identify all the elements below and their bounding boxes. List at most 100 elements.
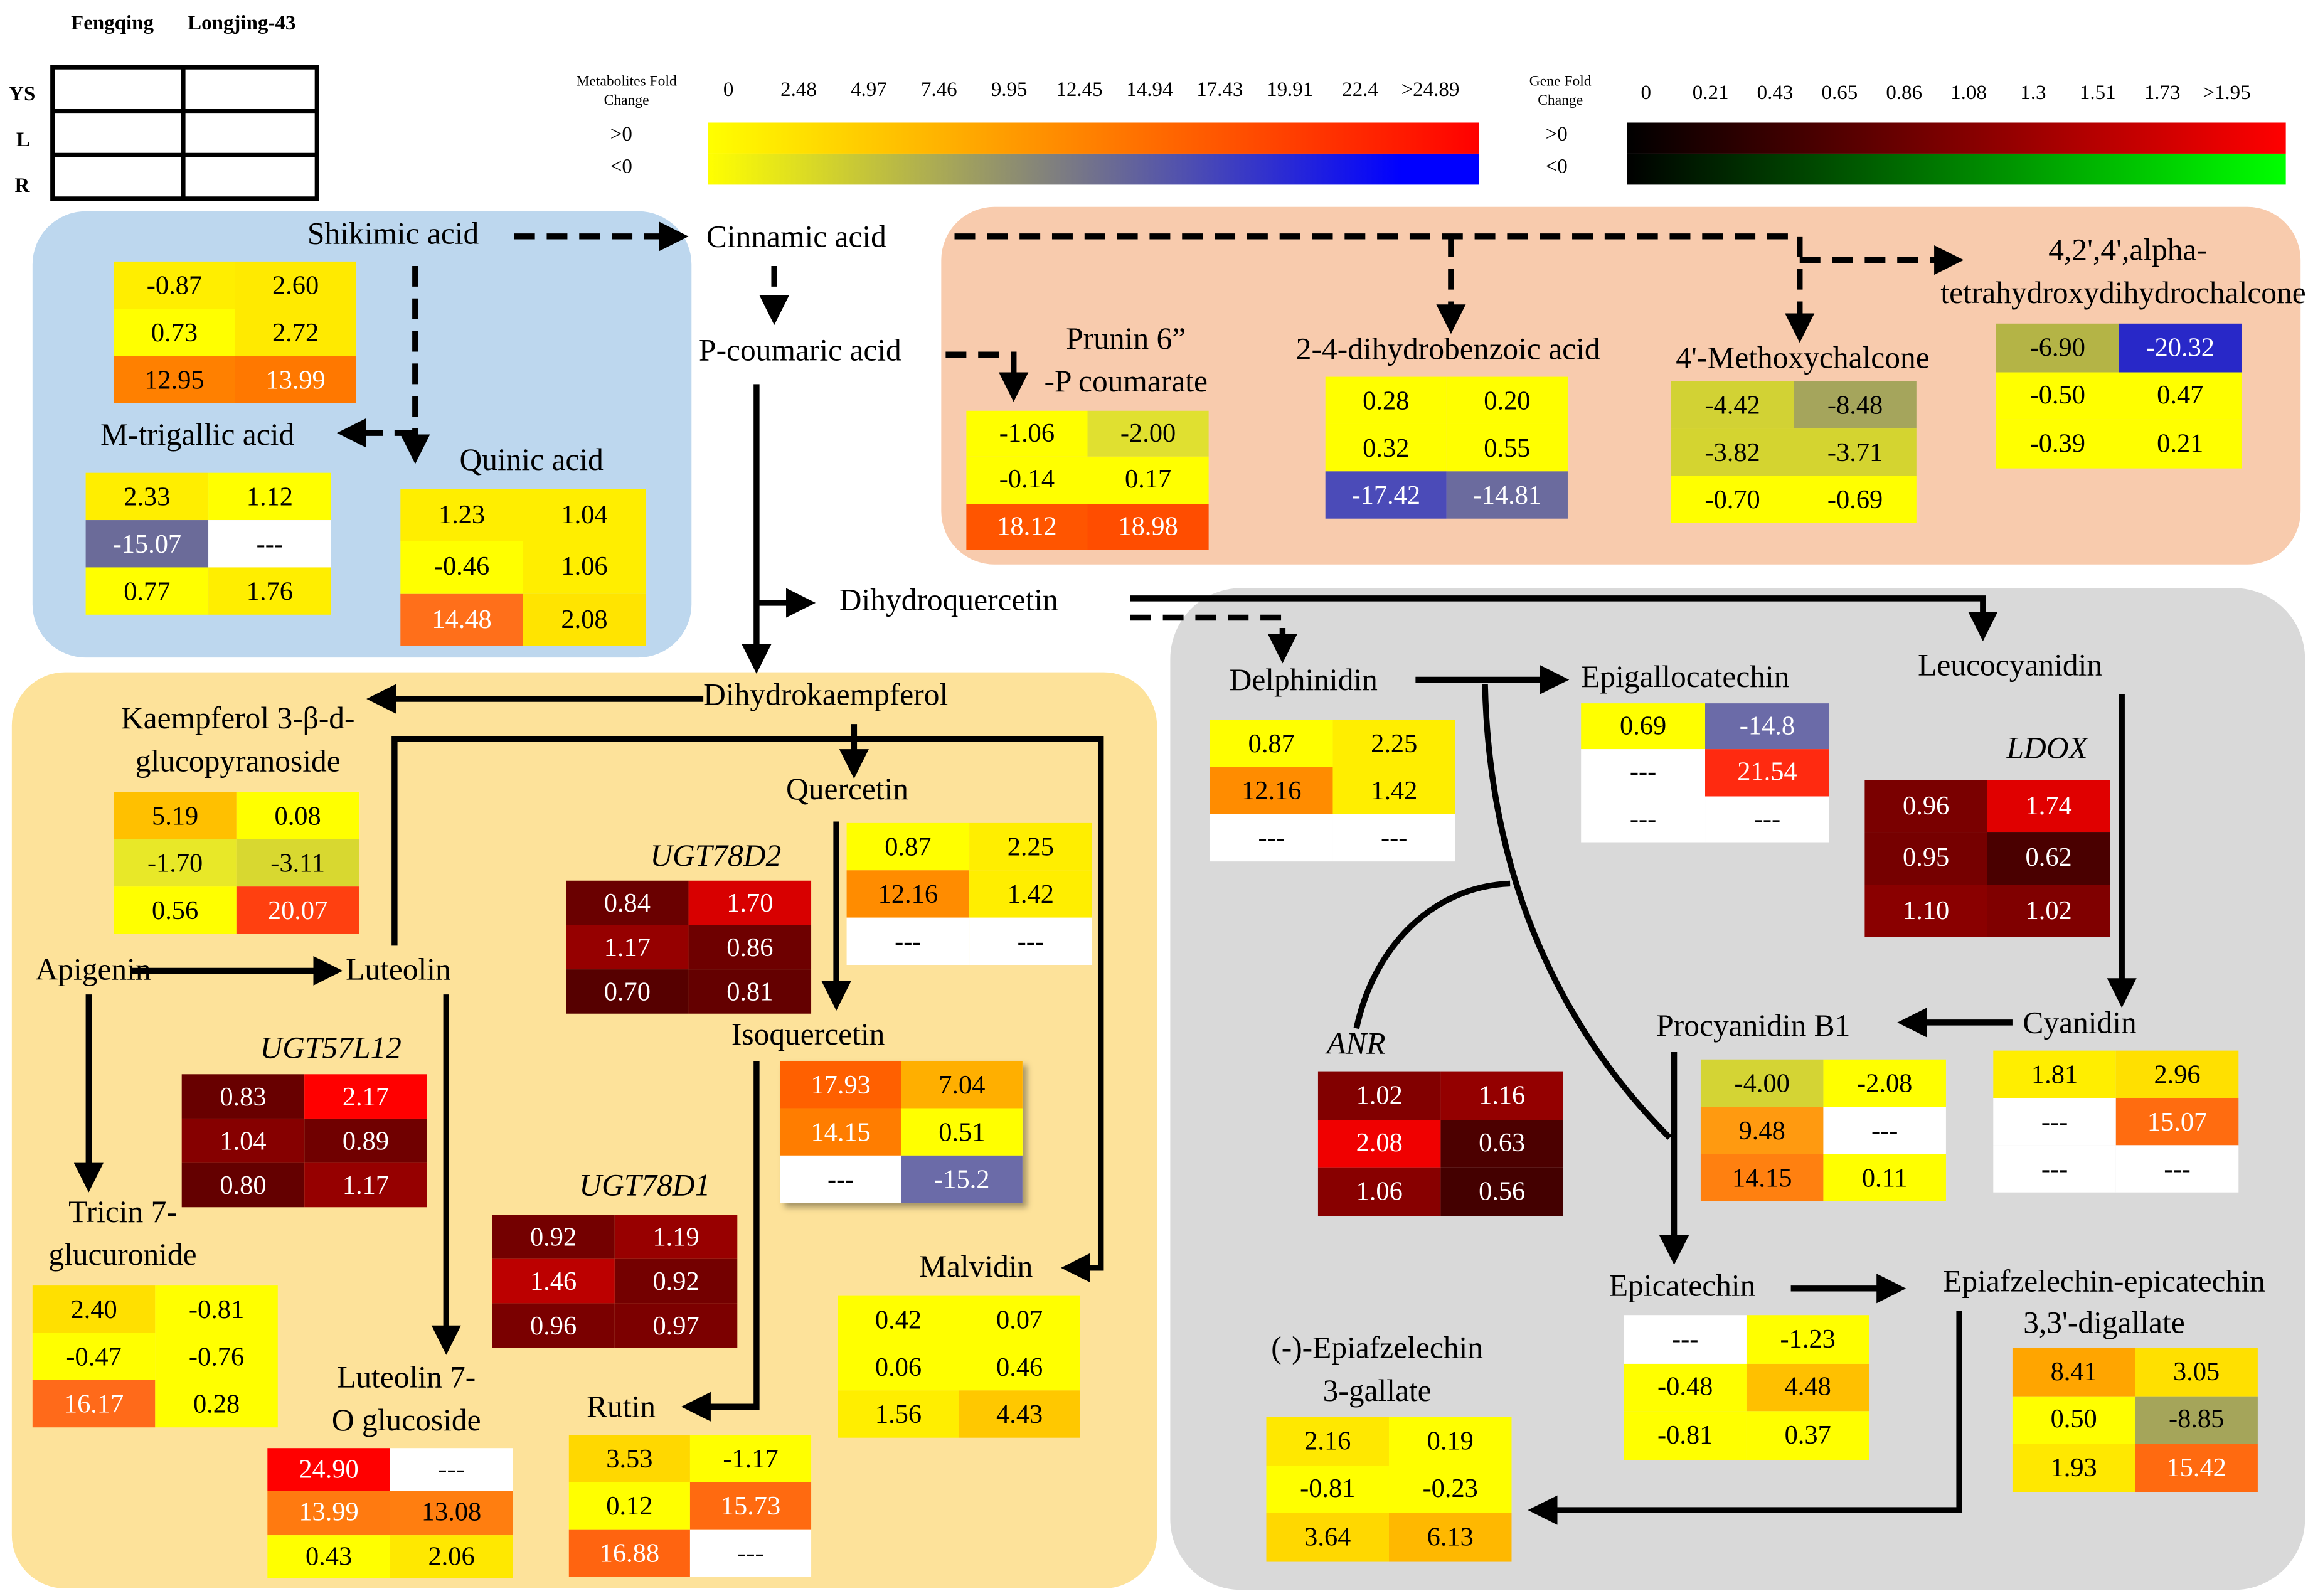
heatmap-cell: 0.73: [114, 309, 235, 356]
heatmap-cell: -8.48: [1794, 381, 1917, 429]
heatmap-cell: 14.15: [780, 1108, 901, 1156]
arrow-anr-curve: [1482, 684, 1672, 1140]
legend-row-ys: YS: [9, 84, 36, 107]
heatmap-cell: 1.56: [838, 1390, 959, 1438]
heatmap-cell: -3.71: [1794, 428, 1917, 476]
heatmap-cell: 1.16: [1440, 1071, 1563, 1120]
heatmap-cell: 0.86: [688, 925, 812, 970]
heatmap-cell: 1.93: [2012, 1444, 2135, 1492]
heatmap-cell: 0.56: [1440, 1168, 1563, 1216]
heatmap-cell: 2.96: [2115, 1050, 2239, 1098]
node-luteolin7-line1: Luteolin 7-: [337, 1359, 476, 1395]
heatmap-cell: 2.08: [523, 593, 646, 646]
heatmap-cell: -17.42: [1325, 471, 1447, 519]
heatmap-cell: 15.42: [2135, 1444, 2258, 1492]
heatmap-cell: 1.19: [614, 1215, 738, 1259]
heatmap-cell: 0.81: [688, 969, 812, 1014]
scale-tick: 1.08: [1950, 82, 1987, 105]
heatmap-cell: 0.87: [1210, 720, 1333, 767]
heatmap-cell: -0.23: [1388, 1465, 1512, 1514]
node-apigenin: Apigenin: [35, 951, 151, 987]
heatmap-cell: 3.05: [2135, 1348, 2258, 1396]
node-leucocyanidin: Leucocyanidin: [1918, 647, 2103, 683]
node-methoxychalcone: 4'-Methoxychalcone: [1676, 339, 1930, 376]
gene-scale-negative-bar: [1627, 153, 2286, 185]
heatmap-cell: 1.12: [208, 472, 331, 521]
heatmap-cell: 0.50: [2012, 1395, 2135, 1444]
node-epiafzelechin-gallate-line2: 3-gallate: [1322, 1373, 1432, 1408]
heatmap-cell: ---: [1823, 1107, 1946, 1154]
heatmap-cell: 0.12: [568, 1482, 690, 1530]
heatmap-cell: 1.74: [1987, 780, 2110, 833]
heatmap-cell: 0.28: [155, 1380, 278, 1428]
heatmap-cell: 0.42: [838, 1295, 959, 1343]
heatmap-cell: 13.99: [235, 356, 356, 403]
node-epiafzelechin-gallate-line1: (-)-Epiafzelechin: [1271, 1329, 1484, 1366]
heatmap-cell: -2.08: [1823, 1059, 1946, 1107]
heatmap-cell: 0.51: [901, 1108, 1023, 1156]
gene-scale-title: Gene Fold Change: [1529, 73, 1592, 109]
heatmap-cell: 17.93: [780, 1061, 901, 1109]
scale-tick: 14.94: [1126, 80, 1173, 102]
heatmap-cell: ---: [689, 1529, 812, 1577]
heatmap-cell: ---: [780, 1155, 901, 1203]
heatmap-cell: 0.47: [2119, 371, 2242, 420]
heatmap-cell: ---: [1581, 749, 1706, 796]
heatmap-cell: -14.81: [1446, 471, 1568, 519]
heatmap-cell: 24.90: [267, 1448, 390, 1492]
heatmap-cell: 0.43: [267, 1535, 390, 1578]
heatmap-cell: 0.95: [1864, 832, 1987, 885]
node-p-coumaric-acid: P-coumaric acid: [699, 332, 901, 368]
heatmap-cell: 20.07: [236, 886, 359, 934]
node-malvidin: Malvidin: [918, 1248, 1033, 1284]
scale-tick: 2.48: [780, 80, 817, 102]
heatmap-cell: ---: [969, 917, 1092, 966]
scale-tick: >1.95: [2203, 82, 2251, 105]
gene-scale-pos-label: >0: [1545, 124, 1568, 147]
heatmap-cell: ---: [1993, 1097, 2116, 1146]
heatmap-cell: -0.47: [32, 1333, 156, 1380]
node-cinnamic-acid: Cinnamic acid: [706, 218, 886, 255]
node-epiafzelechin-epicatechin-line1: Epiafzelechin-epicatechin: [1943, 1263, 2265, 1299]
heatmap-cell: -1.70: [114, 839, 237, 887]
node-delphinidin: Delphinidin: [1229, 662, 1378, 698]
scale-tick: 1.73: [2144, 82, 2181, 105]
legend-col-fengqing: Fengqing: [71, 13, 154, 36]
gene-ugt78d2: UGT78D2: [650, 838, 782, 873]
heatmap-cell: -0.81: [1266, 1465, 1389, 1514]
heatmap-cell: -1.23: [1746, 1315, 1869, 1364]
gene-scale-positive-bar: [1627, 122, 2286, 154]
heatmap-cell: ---: [1705, 795, 1829, 843]
heatmap-cell: -4.42: [1671, 381, 1794, 429]
heatmap-cell: 1.42: [1332, 767, 1455, 814]
heatmap-cell: -14.8: [1705, 703, 1829, 750]
heatmap-cell: -15.07: [85, 520, 209, 568]
metabolite-scale-pos-label: >0: [610, 124, 632, 147]
node-cyanidin: Cyanidin: [2023, 1004, 2137, 1041]
scale-tick: 0: [1641, 82, 1652, 105]
heatmap-cell: 0.06: [838, 1343, 959, 1391]
heatmap-cell: 2.33: [85, 472, 209, 521]
heatmap-cell: 0.20: [1446, 376, 1568, 424]
metabolite-scale-neg-label: <0: [610, 156, 632, 179]
heatmap-cell: 3.64: [1266, 1513, 1389, 1562]
heatmap-cell: -1.17: [689, 1434, 812, 1482]
heatmap-cell: ---: [208, 520, 331, 568]
heatmap-cell: -20.32: [2119, 323, 2242, 372]
node-kaempferol-line1: Kaempferol 3-β-d-: [120, 700, 355, 736]
arrow-dihydroquercetin-delphinidin: [1130, 614, 1297, 664]
metabolite-scale-title: Metabolites Fold Change: [576, 73, 677, 109]
node-tetrahydroxy-line1: 4,2',4',alpha-: [2048, 231, 2207, 268]
node-isoquercetin: Isoquercetin: [731, 1016, 885, 1052]
heatmap-cell: 1.17: [304, 1162, 427, 1208]
heatmap-cell: 2.72: [235, 309, 356, 356]
heatmap-cell: 1.02: [1987, 885, 2110, 937]
